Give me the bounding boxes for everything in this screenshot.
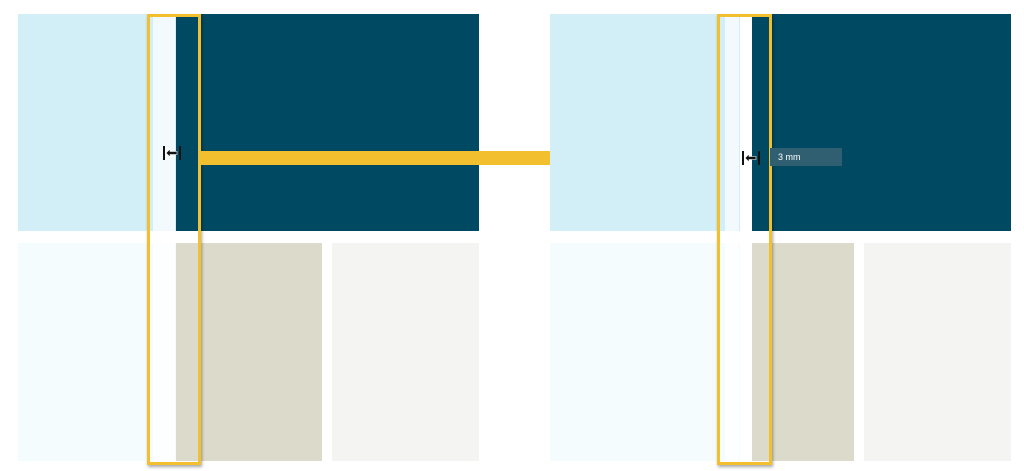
bottom-right-block (332, 243, 479, 461)
top-right-block (176, 14, 479, 231)
top-right-block (752, 14, 1011, 231)
column-resize-cursor-icon (163, 146, 181, 160)
before-panel (0, 0, 500, 471)
gutter-width-tooltip: 3 mm (770, 148, 842, 166)
gutter-highlight-box (717, 14, 772, 465)
bottom-left-block (550, 243, 740, 461)
right-arrow-icon (198, 133, 710, 183)
column-gutter[interactable] (725, 14, 739, 461)
column-gutter[interactable] (153, 14, 175, 461)
gutter-highlight-box (147, 14, 201, 465)
top-left-block (550, 14, 740, 231)
column-resize-cursor-icon (742, 151, 760, 165)
bottom-right-block (864, 243, 1011, 461)
after-panel: 3 mm (530, 0, 1024, 471)
